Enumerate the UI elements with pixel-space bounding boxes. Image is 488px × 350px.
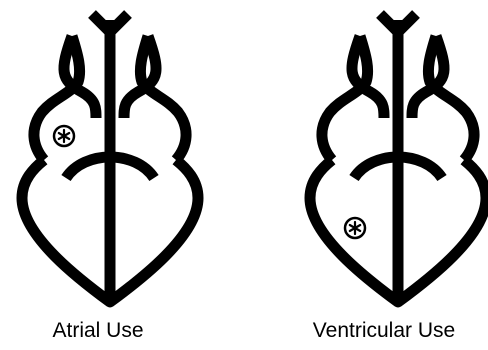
ventricular-use-caption: Ventricular Use xyxy=(274,318,488,344)
atrial-use-caption: Atrial Use xyxy=(0,318,208,344)
asterisk-circle-icon xyxy=(54,126,74,146)
atrial-heart-diagram xyxy=(22,14,198,302)
asterisk-circle-icon xyxy=(345,218,365,238)
ventricular-heart-diagram xyxy=(310,14,486,302)
